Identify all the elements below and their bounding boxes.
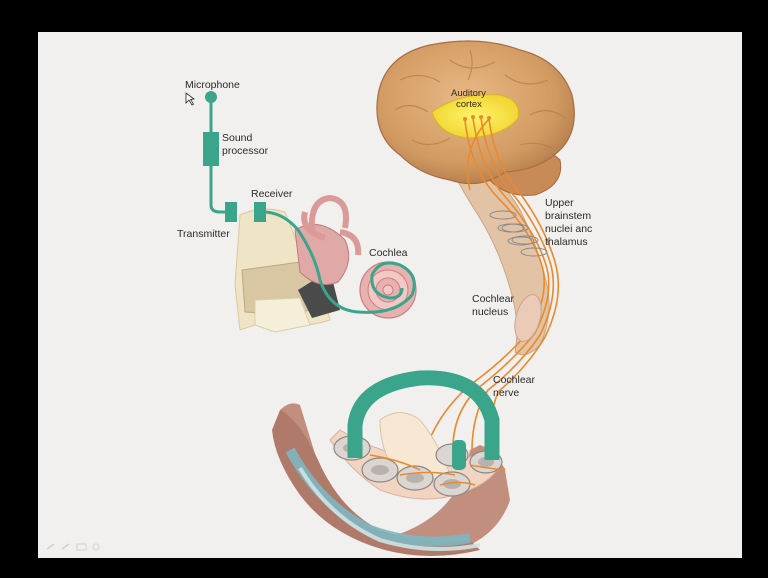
- label-receiver: Receiver: [251, 188, 293, 200]
- label-upper-brainstem-line4: thalamus: [545, 236, 588, 248]
- label-sound-processor-line2: processor: [222, 145, 269, 157]
- label-cochlear-nerve-line1: Cochlear: [493, 374, 536, 386]
- label-auditory-cortex-line1: Auditory: [451, 88, 486, 99]
- transmitter-shape: [225, 202, 237, 222]
- microphone-shape: [205, 91, 217, 103]
- label-auditory-cortex-line2: cortex: [456, 99, 482, 110]
- label-cochlear-nucleus-line2: nucleus: [472, 306, 508, 318]
- label-upper-brainstem-line2: brainstem: [545, 210, 591, 222]
- label-upper-brainstem-line3: nuclei anc: [545, 223, 592, 235]
- label-upper-brainstem-line1: Upper: [545, 197, 574, 209]
- label-sound-processor-line1: Sound: [222, 132, 253, 144]
- label-cochlear-nerve-line2: nerve: [493, 387, 519, 399]
- label-cochlea: Cochlea: [369, 247, 408, 259]
- sound-processor-shape: [203, 132, 219, 166]
- receiver-shape: [254, 202, 266, 222]
- label-cochlear-nucleus-line1: Cochlear: [472, 293, 515, 305]
- label-microphone: Microphone: [185, 79, 240, 91]
- label-transmitter: Transmitter: [177, 228, 230, 240]
